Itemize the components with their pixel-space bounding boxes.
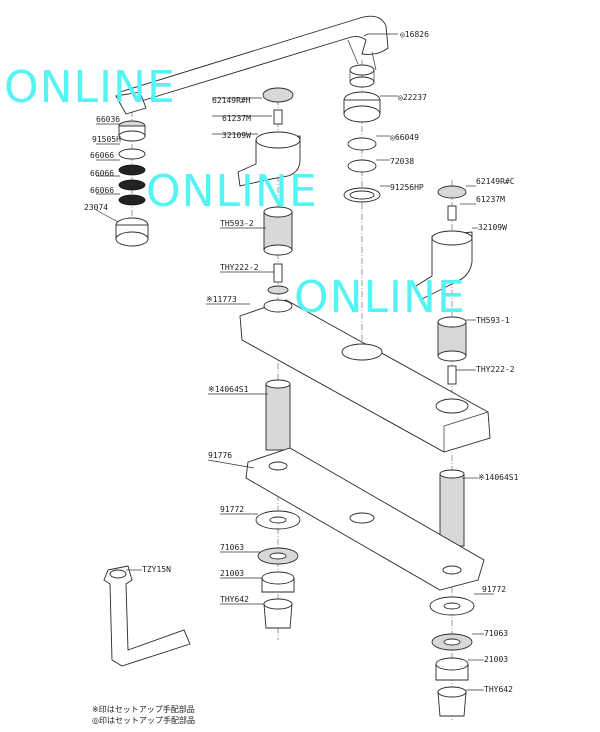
faucet-body [239, 299, 491, 453]
label-aerator-66066-b: 66066 [90, 169, 114, 178]
right-handle-group [415, 185, 473, 385]
label-aerator-23074: 23074 [84, 203, 108, 212]
label-washer-right: 91772 [482, 585, 506, 594]
label-shank-right: ※14064S1 [478, 473, 519, 482]
spout-rings [343, 91, 381, 203]
label-ring-72038: 72038 [390, 157, 414, 166]
leader-lines [95, 33, 494, 691]
shanks [265, 379, 465, 547]
left-bottom-stack [255, 510, 301, 629]
label-pin-right: THY222-2 [476, 365, 515, 374]
label-pin-left: THY222-2 [220, 263, 259, 272]
label-washer-left: 91772 [220, 505, 244, 514]
gasket-plate [245, 447, 485, 591]
wrench-part [103, 565, 191, 667]
label-shank-left: ※14064S1 [208, 385, 249, 394]
label-connector-left: THY642 [220, 595, 249, 604]
label-lock-right: 71063 [484, 629, 508, 638]
watermark-3: ONLINE [294, 272, 466, 323]
label-aerator-66066-a: 66066 [90, 151, 114, 160]
label-wrench: TZY15N [142, 565, 171, 574]
spout-part [115, 15, 389, 115]
footnote-1: ※印はセットアップ手配部品 [92, 704, 195, 714]
right-bottom-stack [429, 596, 475, 717]
label-nut-right: 21003 [484, 655, 508, 664]
label-nut-22237: ◎22237 [398, 93, 427, 102]
label-handle-left: 32109W [222, 131, 251, 140]
label-cap-right: 62149R#C [476, 177, 515, 186]
footnote-2: ◎印はセットアップ手配部品 [92, 715, 195, 725]
label-screw-right: 61237M [476, 195, 505, 204]
label-spout: ◎16826 [400, 30, 429, 39]
label-cap-left: 62149R#H [212, 96, 251, 105]
label-connector-right: THY642 [484, 685, 513, 694]
aerator-stack [115, 120, 149, 247]
watermark-1: ONLINE [4, 62, 176, 113]
label-aerator-91505: 91505H [92, 135, 121, 144]
label-body: ※11773 [206, 295, 237, 304]
label-aerator-66036: 66036 [96, 115, 120, 124]
label-aerator-66066-c: 66066 [90, 186, 114, 195]
label-nut-left: 21003 [220, 569, 244, 578]
label-lock-left: 71063 [220, 543, 244, 552]
left-handle-group [237, 87, 301, 295]
watermark-2: ONLINE [146, 166, 318, 217]
label-ring-66049: ◎66049 [390, 133, 419, 142]
label-gasket: 91776 [208, 451, 232, 460]
label-ring-91256: 91256HP [390, 183, 424, 192]
label-cartridge-left: TH593-2 [220, 219, 254, 228]
part-labels: ◎16826 62149R#H 61237M 32109W ◎22237 ◎66… [84, 30, 519, 694]
label-screw-left: 61237M [222, 114, 251, 123]
label-handle-right: 32109W [478, 223, 507, 232]
label-cartridge-right: TH593-1 [476, 316, 510, 325]
